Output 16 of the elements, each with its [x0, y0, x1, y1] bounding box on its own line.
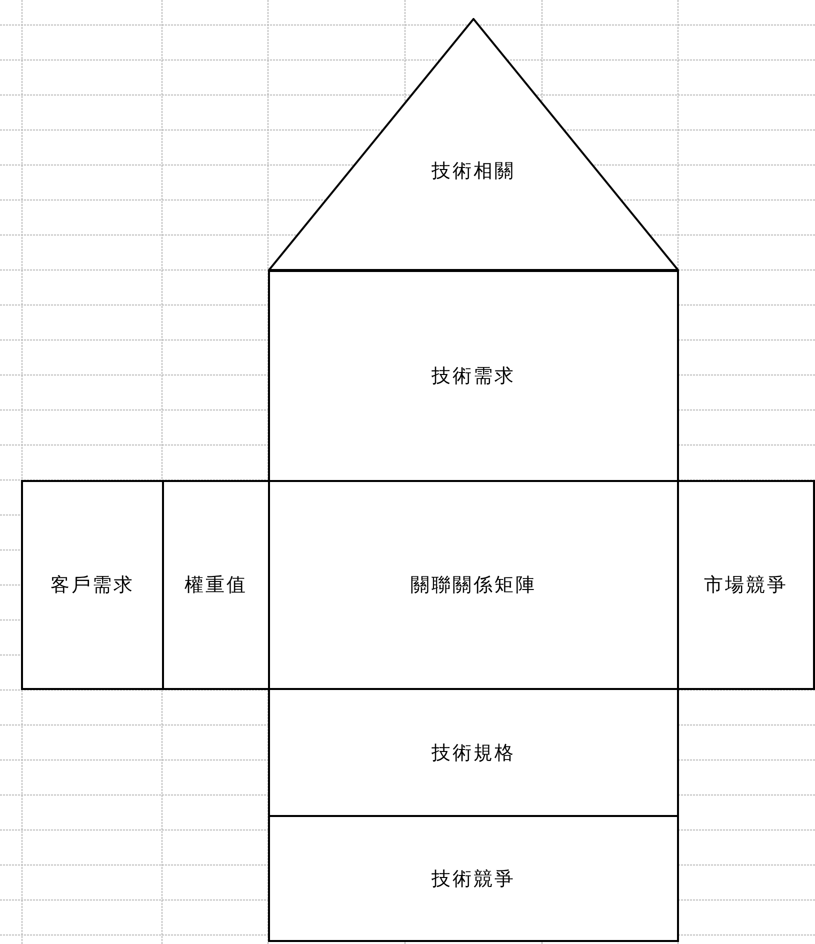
matrix-block: [677, 480, 815, 690]
matrix-block: [268, 480, 679, 690]
matrix-block: [268, 688, 679, 817]
section-label: 客戶需求: [50, 573, 134, 598]
section-label: 技術規格: [432, 740, 516, 766]
matrix-block: [268, 270, 679, 482]
section-label: 關聯關係矩陣: [410, 573, 536, 598]
matrix-block: [21, 480, 164, 690]
roof-triangle: [268, 18, 679, 271]
matrix-block: [268, 815, 679, 942]
section-label: 技術競爭: [432, 866, 516, 892]
matrix-block: [162, 480, 270, 690]
section-label: 權重值: [184, 573, 248, 598]
section-label: 市場競爭: [704, 573, 788, 598]
section-label: 技術相關: [432, 159, 516, 184]
section-label: 技術需求: [432, 364, 516, 389]
